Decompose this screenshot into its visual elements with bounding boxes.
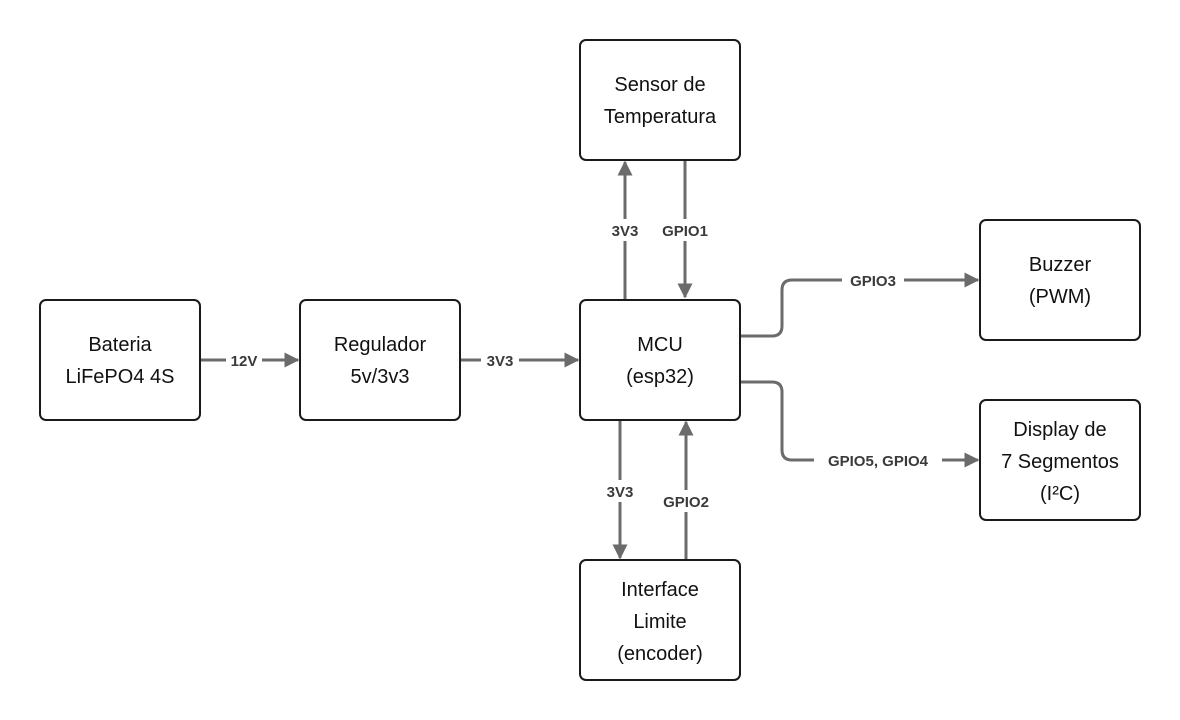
regulator-block: Regulador 5v/3v3 [299, 299, 461, 421]
interface-block-line2: Limite [633, 611, 686, 633]
mcu-block-line2: (esp32) [626, 366, 694, 388]
label-mcu-buzzer-group: GPIO3 [842, 270, 904, 290]
label-battery-regulator: 12V [231, 353, 258, 370]
buzzer-block-line2: (PWM) [1029, 286, 1091, 308]
label-mcu-display: GPIO5, GPIO4 [828, 453, 929, 470]
interface-block: Interface Limite (encoder) [579, 559, 741, 681]
sensor-block-line2: Temperatura [604, 106, 717, 128]
label-mcu-interface-power: 3V3 [607, 484, 634, 501]
regulator-block-line2: 5v/3v3 [351, 366, 410, 388]
display-block-line3: (I²C) [1040, 483, 1080, 505]
interface-block-line3: (encoder) [617, 643, 703, 665]
label-interface-mcu-signal: GPIO2 [663, 494, 709, 511]
display-block-line2: 7 Segmentos [1001, 451, 1119, 473]
label-mcu-buzzer: GPIO3 [850, 273, 896, 290]
label-regulator-mcu: 3V3 [487, 353, 514, 370]
display-block: Display de 7 Segmentos (I²C) [979, 399, 1141, 521]
label-mcu-sensor-power-group: 3V3 [603, 219, 647, 241]
interface-block-line1: Interface [621, 579, 699, 601]
label-mcu-sensor-power: 3V3 [612, 223, 639, 240]
label-mcu-display-group: GPIO5, GPIO4 [814, 450, 942, 470]
battery-block-line1: Bateria [88, 334, 152, 356]
battery-block: Bateria LiFePO4 4S [39, 299, 201, 421]
label-battery-regulator-group: 12V [226, 350, 262, 370]
sensor-block: Sensor de Temperatura [579, 39, 741, 161]
wire-mcu-display [740, 380, 980, 468]
buzzer-block: Buzzer (PWM) [979, 219, 1141, 341]
wires [200, 160, 980, 560]
regulator-block-line1: Regulador [334, 334, 427, 356]
edge-labels: 12V 3V3 3V3 GPIO1 GPIO3 GPIO5, GPIO4 3V3 [226, 219, 942, 512]
mcu-block: MCU (esp32) [579, 299, 741, 421]
mcu-block-line1: MCU [637, 334, 683, 356]
label-interface-mcu-signal-group: GPIO2 [657, 490, 715, 512]
buzzer-block-line1: Buzzer [1029, 254, 1092, 276]
label-sensor-mcu-signal-group: GPIO1 [656, 219, 714, 241]
display-block-line1: Display de [1013, 419, 1106, 441]
sensor-block-line1: Sensor de [614, 74, 705, 96]
label-mcu-interface-power-group: 3V3 [598, 480, 642, 502]
battery-block-line2: LiFePO4 4S [66, 366, 175, 388]
wire-mcu-buzzer [740, 272, 980, 338]
label-sensor-mcu-signal: GPIO1 [662, 223, 708, 240]
label-regulator-mcu-group: 3V3 [481, 350, 519, 370]
